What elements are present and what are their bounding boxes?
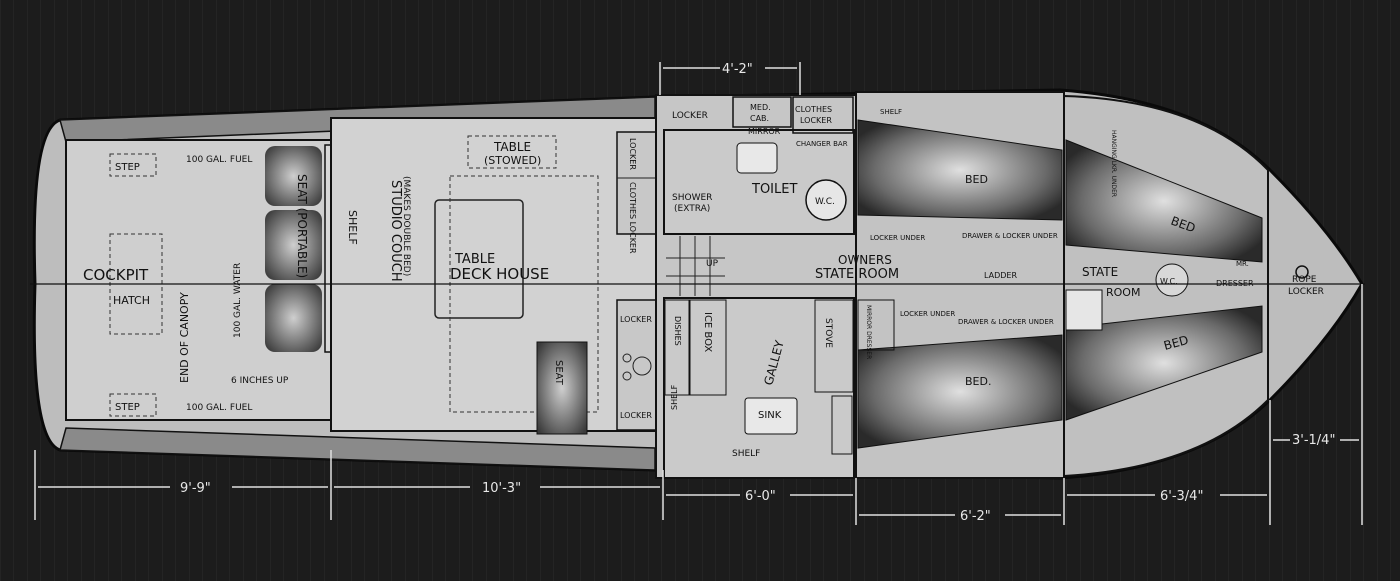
studio-couch-label: STUDIO COUCH <box>388 180 403 282</box>
shower-label-2: (EXTRA) <box>674 204 710 214</box>
dimension-lines <box>34 62 1363 525</box>
ladder-label: LADDER <box>984 271 1017 280</box>
table-stowed-label-1: TABLE <box>493 140 531 154</box>
fwd-wc-bowl <box>1155 263 1189 297</box>
end-of-canopy-label: END OF CANOPY <box>178 292 191 383</box>
dim-3-1-4: 3'-1/4" <box>1292 433 1335 448</box>
med-cab-label-1: MED. <box>750 103 771 112</box>
dim-9-9: 9'-9" <box>180 481 211 496</box>
sink-label: SINK <box>758 410 782 421</box>
table-label: TABLE <box>454 252 495 267</box>
drawer-locker-under-lower-label: DRAWER & LOCKER UNDER <box>958 318 1054 326</box>
toilet-label: TOILET <box>751 182 797 197</box>
dishes-label: DISHES <box>673 316 682 346</box>
clothes-locker-top-label-2: LOCKER <box>800 116 832 125</box>
deck-house-area <box>330 117 657 432</box>
hanging-locker-under-label: HANGING LKR. UNDER <box>1110 130 1117 197</box>
deck-house-dashed <box>449 175 599 413</box>
med-cab-label-2: CAB. <box>750 114 769 123</box>
step-top-label: STEP <box>115 162 140 173</box>
table-box <box>434 199 524 319</box>
mr-label: MR. <box>1236 260 1249 268</box>
seat-cushion-1 <box>265 146 322 206</box>
locker-upper-label: LOCKER <box>628 138 637 170</box>
step-bottom-label: STEP <box>115 402 140 413</box>
icebox-box <box>689 299 727 396</box>
clothes-locker-box <box>792 96 854 134</box>
hatch-label: HATCH <box>113 294 150 307</box>
fuel-bottom-label: 100 GAL. FUEL <box>186 403 252 413</box>
locker-col-top <box>616 131 658 235</box>
galley-room <box>663 297 855 479</box>
up-label: UP <box>706 259 719 269</box>
water-label: 100 GAL. WATER <box>233 263 243 338</box>
shower-label-1: SHOWER <box>672 193 712 203</box>
makes-double-bed-label: (MAKES DOUBLE BED) <box>401 176 411 276</box>
fuel-top-label: 100 GAL. FUEL <box>186 155 252 165</box>
wc-fwd-label: W.C. <box>1160 277 1178 286</box>
seat-cushion-3 <box>265 284 322 352</box>
clothes-locker-top-label-1: CLOTHES <box>795 105 832 114</box>
dim-6-2: 6'-2" <box>960 509 991 524</box>
bed-upper-label: BED <box>965 173 988 186</box>
mirror-dresser-label: MIRROR DRESSER <box>865 305 872 359</box>
dishes-box <box>664 299 690 396</box>
step-top-box <box>109 153 157 177</box>
shelf-top-label: SHELF <box>880 108 902 116</box>
deck-house-label: DECK HOUSE <box>450 265 549 283</box>
seat-label: SEAT <box>553 360 564 386</box>
owners-label-1: OWNERS <box>838 253 892 267</box>
clothes-locker-left-label: CLOTHES LOCKER <box>628 182 637 254</box>
shelf-bottom-label: SHELF <box>732 449 760 459</box>
stove-label: STOVE <box>823 318 833 348</box>
shelf-vertical-label: SHELF <box>346 210 359 245</box>
rope-locker-label-2: LOCKER <box>1288 287 1324 297</box>
stove-box <box>814 299 854 393</box>
table-stowed-box <box>467 135 557 169</box>
bed-lower <box>857 334 1063 449</box>
cockpit-label: COCKPIT <box>83 266 149 284</box>
step-bottom-box <box>109 393 157 417</box>
sink-top <box>736 142 778 174</box>
stove-grid <box>831 395 853 455</box>
seat-cushion-2 <box>265 210 322 280</box>
ice-box-label: ICE BOX <box>702 312 713 352</box>
drawer-locker-under-top-label: DRAWER & LOCKER UNDER <box>962 232 1058 240</box>
seat-portable-label: SEAT (PORTABLE) <box>295 174 309 278</box>
bed-fwd-upper <box>1065 139 1263 263</box>
seat-box <box>536 341 588 435</box>
locker-mid-label: LOCKER <box>620 315 652 324</box>
owners-label-2: STATE ROOM <box>815 267 899 282</box>
dresser-label: DRESSER <box>1216 279 1254 288</box>
changer-bar-label: CHANGER BAR <box>796 140 848 148</box>
bed-upper <box>857 119 1063 221</box>
locker-under-label: LOCKER UNDER <box>870 234 925 242</box>
table-stowed-label-2: (STOWED) <box>484 154 541 167</box>
six-inches-up-label: 6 INCHES UP <box>231 376 289 386</box>
wc-label: W.C. <box>815 197 835 207</box>
sink-box <box>744 397 798 435</box>
mirror-top-label: MIRROR <box>748 127 781 136</box>
bed-lower-label: BED. <box>965 375 991 388</box>
bed-fwd-lower-label: BED <box>1162 333 1190 353</box>
locker-top-label: LOCKER <box>672 111 708 121</box>
dim-4-2: 4'-2" <box>722 62 753 77</box>
locker-under-lower-label: LOCKER UNDER <box>900 310 955 318</box>
mirror-dresser-box <box>857 299 895 351</box>
med-cab-box <box>732 96 792 128</box>
state-label-2: ROOM <box>1106 286 1140 299</box>
rope-locker-label-1: ROPE <box>1292 275 1317 285</box>
dim-6-3-4: 6'-3/4" <box>1160 489 1203 504</box>
dim-10-3: 10'-3" <box>482 481 521 496</box>
state-label-1: STATE <box>1082 265 1118 279</box>
locker-lower-label: LOCKER <box>620 411 652 420</box>
rope-locker-ring <box>1295 265 1309 279</box>
fwd-wc-box <box>1065 289 1103 331</box>
wc-bowl <box>805 179 847 221</box>
dim-6-0: 6'-0" <box>745 489 776 504</box>
bed-fwd-lower <box>1065 305 1263 421</box>
shelf-lower-label: SHELF <box>670 384 679 410</box>
